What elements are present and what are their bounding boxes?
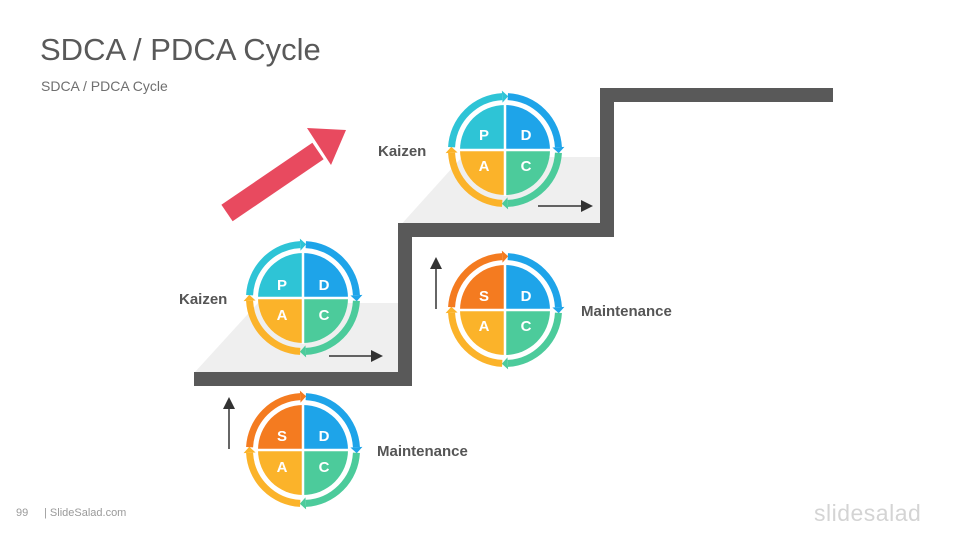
cycle-wheel-shapes bbox=[445, 90, 565, 210]
cycle-ring-arc bbox=[305, 393, 360, 448]
cycle-ring-arrowhead bbox=[243, 446, 256, 454]
cycle-ring-arrowhead bbox=[501, 90, 509, 103]
cycle-quadrant-tl: P bbox=[277, 277, 287, 294]
cycle-quadrant-tl: S bbox=[277, 428, 287, 445]
cycle-quadrant-do bbox=[303, 405, 348, 450]
cycle-quadrant-br: C bbox=[319, 307, 330, 324]
cycle-ring-arrowhead bbox=[501, 357, 509, 370]
cycle-quadrant-act bbox=[460, 310, 505, 355]
slide-subtitle: SDCA / PDCA Cycle bbox=[41, 78, 168, 94]
cycle-ring-arrowhead bbox=[501, 250, 509, 263]
cycle-ring-arrowhead bbox=[299, 390, 307, 403]
cycle-quadrant-first bbox=[258, 253, 303, 298]
cycle-ring-arc bbox=[507, 253, 562, 308]
cycle-quadrant-tl: P bbox=[479, 127, 489, 144]
cycle-quadrant-tr: D bbox=[319, 428, 330, 445]
slide-title: SDCA / PDCA Cycle bbox=[40, 32, 321, 67]
cycle-quadrant-tl: S bbox=[479, 288, 489, 305]
cycle-ring-arrowhead bbox=[445, 146, 458, 154]
cycle-quadrant-bl: A bbox=[479, 158, 490, 175]
cycle-ring-arc bbox=[448, 152, 503, 207]
cycle-quadrant-br: C bbox=[319, 459, 330, 476]
page-number: 99 bbox=[16, 507, 29, 519]
staircase bbox=[194, 88, 833, 386]
slidesalad-logo: slidesalad bbox=[814, 500, 922, 526]
cycle-ring-arc bbox=[507, 152, 562, 207]
label-kaizen-mid: Kaizen bbox=[179, 291, 227, 308]
cycle-quadrant-first bbox=[460, 105, 505, 150]
cycle-ring-arrowhead bbox=[299, 497, 307, 510]
cycle-ring-arrowhead bbox=[350, 446, 363, 454]
cycle-quadrant-act bbox=[258, 450, 303, 495]
cycle-ring-arrowhead bbox=[350, 294, 363, 302]
cycle-quadrant-tr: D bbox=[521, 288, 532, 305]
cycle-ring-arrowhead bbox=[552, 146, 565, 154]
cycle-quadrant-check bbox=[505, 310, 550, 355]
cycle-ring-arc bbox=[507, 312, 562, 367]
cycle-quadrant-tr: D bbox=[319, 277, 330, 294]
cycle-ring-arc bbox=[305, 452, 360, 507]
cycle-ring-arrowhead bbox=[552, 306, 565, 314]
cycle-ring-arrowhead bbox=[299, 345, 307, 358]
pdca-cycle-top: P D A C bbox=[445, 90, 565, 210]
cycle-quadrant-br: C bbox=[521, 318, 532, 335]
footer-brand: | SlideSalad.com bbox=[44, 507, 127, 519]
cycle-ring-arc bbox=[507, 93, 562, 148]
cycle-quadrant-act bbox=[460, 150, 505, 195]
cycle-wheel-shapes bbox=[243, 390, 363, 510]
cycle-ring-arc bbox=[448, 253, 503, 308]
cycle-wheel-shapes bbox=[445, 250, 565, 370]
cycle-ring-arc bbox=[305, 241, 360, 296]
pdca-cycle-mid: P D A C bbox=[243, 238, 363, 358]
cycle-quadrant-bl: A bbox=[479, 318, 490, 335]
cycle-quadrant-br: C bbox=[521, 158, 532, 175]
cycle-quadrant-first bbox=[258, 405, 303, 450]
cycle-quadrant-bl: A bbox=[277, 307, 288, 324]
cycle-quadrant-tr: D bbox=[521, 127, 532, 144]
cycle-ring-arrowhead bbox=[299, 238, 307, 251]
cycle-quadrant-do bbox=[505, 265, 550, 310]
cycle-quadrant-act bbox=[258, 298, 303, 343]
sdca-cycle-mid: S D A C bbox=[445, 250, 565, 370]
cycle-quadrant-check bbox=[505, 150, 550, 195]
cycle-ring-arc bbox=[246, 241, 301, 296]
cycle-ring-arrowhead bbox=[445, 306, 458, 314]
cycle-wheel-shapes bbox=[243, 238, 363, 358]
cycle-quadrant-bl: A bbox=[277, 459, 288, 476]
cycle-ring-arc bbox=[448, 93, 503, 148]
sdca-cycle-bottom: S D A C bbox=[243, 390, 363, 510]
cycle-quadrant-first bbox=[460, 265, 505, 310]
cycle-quadrant-check bbox=[303, 298, 348, 343]
cycle-ring-arc bbox=[246, 393, 301, 448]
cycle-quadrant-do bbox=[303, 253, 348, 298]
label-maintenance-mid: Maintenance bbox=[581, 303, 672, 320]
label-kaizen-top: Kaizen bbox=[378, 143, 426, 160]
cycle-ring-arrowhead bbox=[501, 197, 509, 210]
label-maintenance-bottom: Maintenance bbox=[377, 443, 468, 460]
cycle-ring-arrowhead bbox=[243, 294, 256, 302]
cycle-ring-arc bbox=[246, 300, 301, 355]
cycle-ring-arc bbox=[305, 300, 360, 355]
cycle-ring-arc bbox=[246, 452, 301, 507]
cycle-quadrant-do bbox=[505, 105, 550, 150]
cycle-quadrant-check bbox=[303, 450, 348, 495]
cycle-ring-arc bbox=[448, 312, 503, 367]
improvement-arrow bbox=[221, 128, 346, 222]
